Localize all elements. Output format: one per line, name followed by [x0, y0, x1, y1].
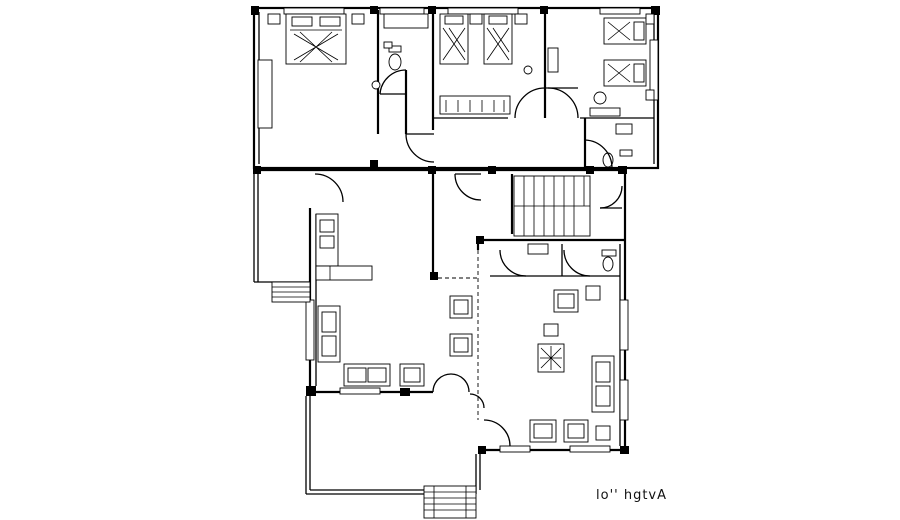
lounge-fixtures [483, 243, 617, 447]
living-doors [432, 373, 485, 409]
lounge-furniture [529, 285, 615, 443]
bath-2-fixtures [523, 47, 633, 168]
bath-1-fixtures [371, 13, 429, 90]
kitchen [315, 213, 373, 281]
drawing-caption: lo'' hgtvA [596, 488, 668, 503]
staircase [513, 175, 591, 237]
right-bedroom-beds [603, 13, 655, 101]
corridor-doors [314, 173, 623, 209]
bottom-terrace [305, 396, 481, 519]
stair-walls [253, 166, 627, 280]
master-bed [267, 13, 365, 65]
wardrobe [439, 95, 511, 115]
twin-beds [439, 13, 528, 65]
armchairs-left [399, 295, 473, 387]
left-terrace [253, 174, 311, 303]
upper-doors [379, 69, 613, 169]
bottom-sofa [343, 363, 391, 387]
left-sofa [317, 305, 341, 363]
